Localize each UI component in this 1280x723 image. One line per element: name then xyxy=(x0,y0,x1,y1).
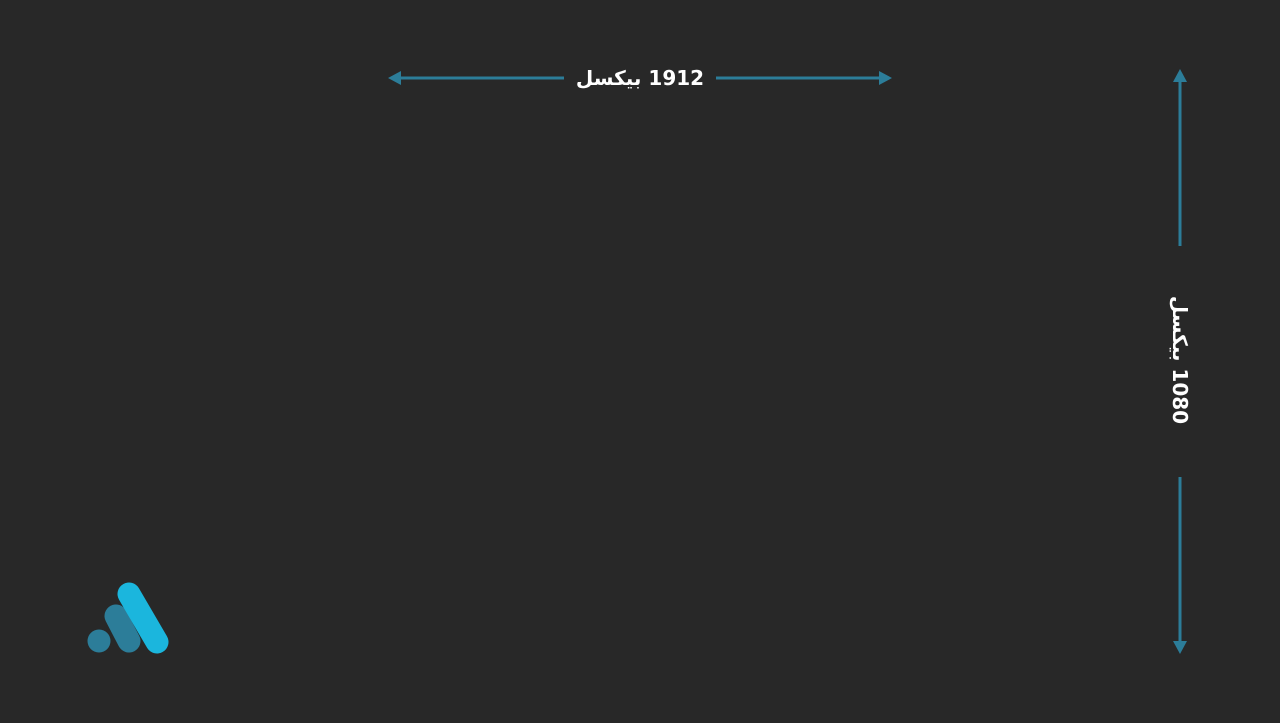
logo-dot xyxy=(87,629,111,653)
width-label: 1912 بيكسل xyxy=(575,66,705,90)
height-arrow-top-head xyxy=(1173,69,1187,82)
height-arrow-bottom-head xyxy=(1173,641,1187,654)
logo-short-stroke xyxy=(104,604,141,653)
height-arrow xyxy=(1173,69,1187,654)
width-arrow-right-head xyxy=(879,71,892,85)
logo-long-stroke xyxy=(117,582,169,654)
width-arrow xyxy=(388,71,892,85)
brand-logo-icon xyxy=(87,582,169,654)
width-arrow-left-head xyxy=(388,71,401,85)
height-label: 1080 بيكسل xyxy=(1168,295,1192,425)
